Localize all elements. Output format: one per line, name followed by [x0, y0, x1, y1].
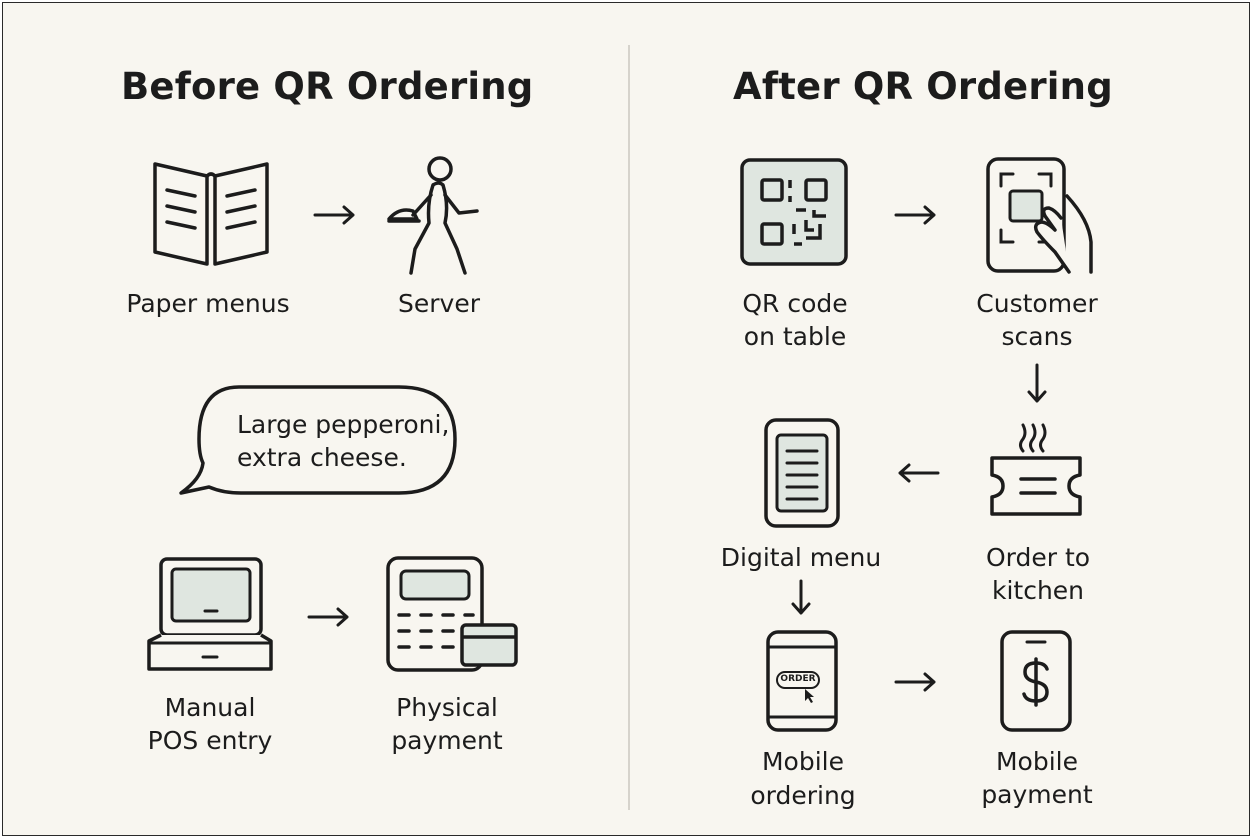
- before-title: Before QR Ordering: [121, 65, 534, 108]
- section-divider: [628, 45, 630, 810]
- digital-menu-label: Digital menu: [720, 543, 882, 572]
- mobile-payment-label-2: payment: [981, 780, 1093, 809]
- qr-code-icon: [740, 158, 848, 266]
- speech-line-2: extra cheese.: [237, 443, 407, 472]
- phone-menu-icon: [763, 417, 841, 529]
- pos-terminal-icon: [147, 555, 273, 673]
- phone-order-icon: [765, 629, 839, 733]
- kitchen-ticket-icon: [989, 455, 1083, 517]
- open-book-icon: [151, 158, 271, 268]
- arrow-down-icon: [791, 579, 811, 617]
- credit-card-icon: [460, 623, 518, 667]
- qr-code-label-1: QR code: [742, 289, 848, 318]
- order-kitchen-label-2: kitchen: [991, 576, 1085, 605]
- mobile-ordering-label-2: ordering: [750, 781, 856, 810]
- phone-scan-hand-icon: [985, 156, 1095, 276]
- steam-icon: [1017, 421, 1047, 453]
- order-kitchen-label-1: Order to: [985, 543, 1091, 572]
- arrow-right-icon: [307, 607, 351, 627]
- manual-pos-label-2: POS entry: [147, 726, 273, 755]
- qr-code-label-2: on table: [743, 322, 847, 351]
- arrow-right-icon: [894, 672, 938, 692]
- mobile-ordering-label-1: Mobile: [761, 747, 845, 776]
- payment-terminal-icon: [385, 555, 519, 673]
- walking-server-icon: [387, 153, 483, 279]
- arrow-down-icon: [1027, 363, 1047, 405]
- physical-payment-label-1: Physical: [396, 693, 498, 722]
- mobile-payment-label-1: Mobile: [995, 747, 1079, 776]
- speech-bubble-icon: [179, 383, 459, 499]
- speech-line-1: Large pepperoni,: [237, 410, 450, 439]
- after-title: After QR Ordering: [733, 65, 1113, 108]
- paper-menus-label: Paper menus: [126, 289, 290, 318]
- customer-scans-label-1: Customer: [976, 289, 1098, 318]
- phone-dollar-icon: [999, 629, 1073, 733]
- order-button: ORDER: [780, 674, 816, 684]
- server-label: Server: [398, 289, 480, 318]
- customer-scans-label-2: scans: [1001, 322, 1073, 351]
- arrow-right-icon: [313, 205, 357, 225]
- arrow-left-icon: [896, 463, 940, 483]
- manual-pos-label-1: Manual: [164, 693, 256, 722]
- arrow-right-icon: [894, 205, 938, 225]
- physical-payment-label-2: payment: [391, 726, 503, 755]
